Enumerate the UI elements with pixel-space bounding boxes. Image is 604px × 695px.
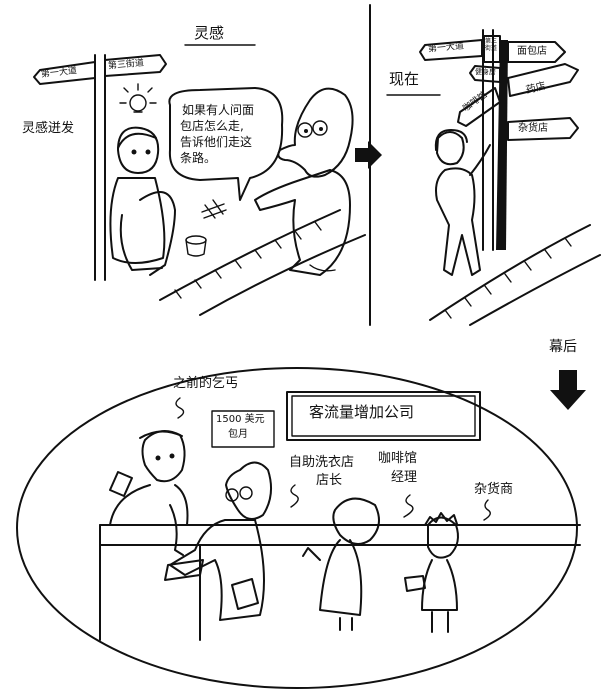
scribble-marks <box>201 199 227 219</box>
panel2-sign-2: 面包店 <box>517 46 547 57</box>
sign-first-ave-2 <box>419 39 483 61</box>
panel1-art <box>33 44 382 316</box>
curb-marks-2 <box>444 237 572 319</box>
pointer-grocer <box>483 499 491 521</box>
laundromat-owner-figure <box>164 461 273 621</box>
panel2-sign-6: 杂货店 <box>518 123 548 134</box>
advisor-man <box>254 87 354 276</box>
panel2-caption: 现在 <box>389 70 420 88</box>
counter-front <box>99 524 201 641</box>
banner-text: 客流量增加公司 <box>309 403 415 421</box>
arrow-down-icon <box>550 370 586 410</box>
road-edge <box>199 234 366 316</box>
sign-bakery <box>507 41 566 63</box>
road-edge-2 <box>469 254 601 326</box>
label-former-beggar: 之前的乞丐 <box>173 376 239 391</box>
sign-first-avenue <box>33 61 96 85</box>
label-laundry-2: 店长 <box>316 473 343 488</box>
tin-can <box>185 235 207 257</box>
cafe-manager-figure <box>302 497 380 631</box>
dark-pole <box>496 40 508 250</box>
speech-line-4: 条路。 <box>180 151 217 165</box>
price-line-2: 包月 <box>228 429 248 440</box>
speech-bubble <box>168 87 284 201</box>
counter-top <box>99 524 581 546</box>
price-line-1: 1500 美元 <box>216 414 265 425</box>
panel1-caption: 灵感 <box>194 24 225 42</box>
road-curb <box>159 209 341 301</box>
lightbulb-icon <box>119 83 157 113</box>
sitting-man <box>109 126 176 276</box>
sign-cafe <box>457 87 501 127</box>
pointer-laundry <box>290 484 299 508</box>
label-cafe-1: 咖啡馆 <box>378 451 418 466</box>
former-beggar-figure <box>109 430 189 556</box>
panel3-caption: 幕后 <box>549 339 577 355</box>
curb-marks <box>174 221 322 299</box>
road-curb-2 <box>429 224 591 321</box>
sign-pharmacy <box>507 63 579 97</box>
sign-third-street <box>104 54 167 77</box>
scene-ellipse <box>16 367 578 689</box>
sign-third-st-2 <box>483 35 501 63</box>
speech-line-1: 如果有人问面 <box>182 103 255 117</box>
sign-gym <box>469 65 501 83</box>
panel2-sign-3: 健身房 <box>475 68 496 76</box>
price-sign <box>211 410 275 448</box>
label-cafe-2: 经理 <box>391 470 418 485</box>
pointer-beggar <box>175 397 185 419</box>
label-grocer: 杂货商 <box>474 482 514 497</box>
panel1-side-label: 灵感迸发 <box>22 121 75 136</box>
panel2-art <box>386 29 601 326</box>
arrow-right-icon <box>355 141 382 169</box>
grocer-figure <box>404 512 459 633</box>
banner-inner <box>291 395 476 437</box>
panel3-art <box>16 367 586 689</box>
woman-at-post <box>434 129 491 276</box>
banner-box <box>286 391 481 441</box>
speech-line-2: 包店怎么走, <box>180 119 244 133</box>
speech-line-3: 告诉他们走这 <box>180 135 253 149</box>
signpost-pole <box>94 54 106 281</box>
pointer-cafe <box>403 494 414 518</box>
panel2-sign-1: 第三街道 <box>485 38 498 52</box>
label-laundry-1: 自助洗衣店 <box>289 455 355 470</box>
sign-grocery <box>507 117 579 141</box>
